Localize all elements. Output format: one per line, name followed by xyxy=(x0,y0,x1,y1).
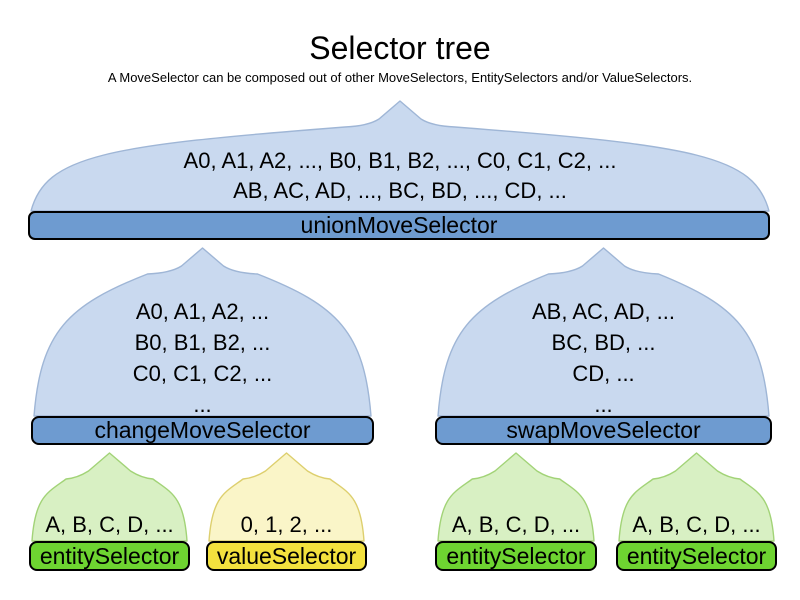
union-move-selector-label: unionMoveSelector xyxy=(300,212,498,238)
value-dome-arrow-shape xyxy=(208,452,365,542)
change-move-list-line: C0, C1, C2, ... xyxy=(132,361,273,386)
swap-dome-arrow-shape xyxy=(437,247,770,417)
change-move-list-line: ... xyxy=(193,392,212,417)
swap-move-selector-bar: swapMoveSelector xyxy=(435,416,772,445)
value-list-line: 0, 1, 2, ... xyxy=(240,512,333,537)
entity-right-dome-arrow-shape xyxy=(618,452,775,542)
change-move-list: A0, A1, A2, ... B0, B1, B2, ... C0, C1, … xyxy=(31,296,374,420)
union-dome-arrow-shape xyxy=(30,100,770,212)
change-move-list-line: A0, A1, A2, ... xyxy=(135,299,270,324)
diagram-title: Selector tree xyxy=(309,30,491,66)
swap-move-list-line: AB, AC, AD, ... xyxy=(531,299,676,324)
entity-left-dome-arrow-shape xyxy=(31,452,188,542)
value-list: 0, 1, 2, ... xyxy=(206,512,367,538)
entity-right-list-line: A, B, C, D, ... xyxy=(632,512,761,537)
swap-move-list: AB, AC, AD, ... BC, BD, ... CD, ... ... xyxy=(435,296,772,420)
entity-selector-right-bar: entitySelector xyxy=(616,541,777,571)
value-selector-bar: valueSelector xyxy=(206,541,367,571)
entity-selector-mid-label: entitySelector xyxy=(446,542,586,569)
union-move-selector-bar: unionMoveSelector xyxy=(28,211,770,240)
entity-mid-list: A, B, C, D, ... xyxy=(435,512,597,538)
entity-right-list: A, B, C, D, ... xyxy=(616,512,777,538)
change-move-list-line: B0, B1, B2, ... xyxy=(134,330,271,355)
union-move-list-line: AB, AC, AD, ..., BC, BD, ..., CD, ... xyxy=(233,178,567,203)
value-selector-label: valueSelector xyxy=(216,542,357,569)
union-move-list-line: A0, A1, A2, ..., B0, B1, B2, ..., C0, C1… xyxy=(183,148,617,173)
entity-selector-left-bar: entitySelector xyxy=(29,541,190,571)
entity-left-list-line: A, B, C, D, ... xyxy=(45,512,174,537)
swap-move-list-line: ... xyxy=(594,392,613,417)
entity-mid-list-line: A, B, C, D, ... xyxy=(451,512,581,537)
diagram-subtitle: A MoveSelector can be composed out of ot… xyxy=(107,70,693,85)
union-move-list: A0, A1, A2, ..., B0, B1, B2, ..., C0, C1… xyxy=(31,146,769,206)
swap-move-selector-label: swapMoveSelector xyxy=(506,417,701,443)
change-move-selector-bar: changeMoveSelector xyxy=(31,416,374,445)
swap-move-list-line: CD, ... xyxy=(572,361,635,386)
swap-move-list-line: BC, BD, ... xyxy=(551,330,656,355)
entity-selector-mid-bar: entitySelector xyxy=(435,541,597,571)
change-dome-arrow-shape xyxy=(33,247,372,417)
change-move-selector-label: changeMoveSelector xyxy=(94,417,311,443)
entity-mid-dome-arrow-shape xyxy=(437,452,595,542)
entity-selector-left-label: entitySelector xyxy=(39,542,180,569)
entity-selector-right-label: entitySelector xyxy=(626,542,767,569)
entity-left-list: A, B, C, D, ... xyxy=(29,512,190,538)
